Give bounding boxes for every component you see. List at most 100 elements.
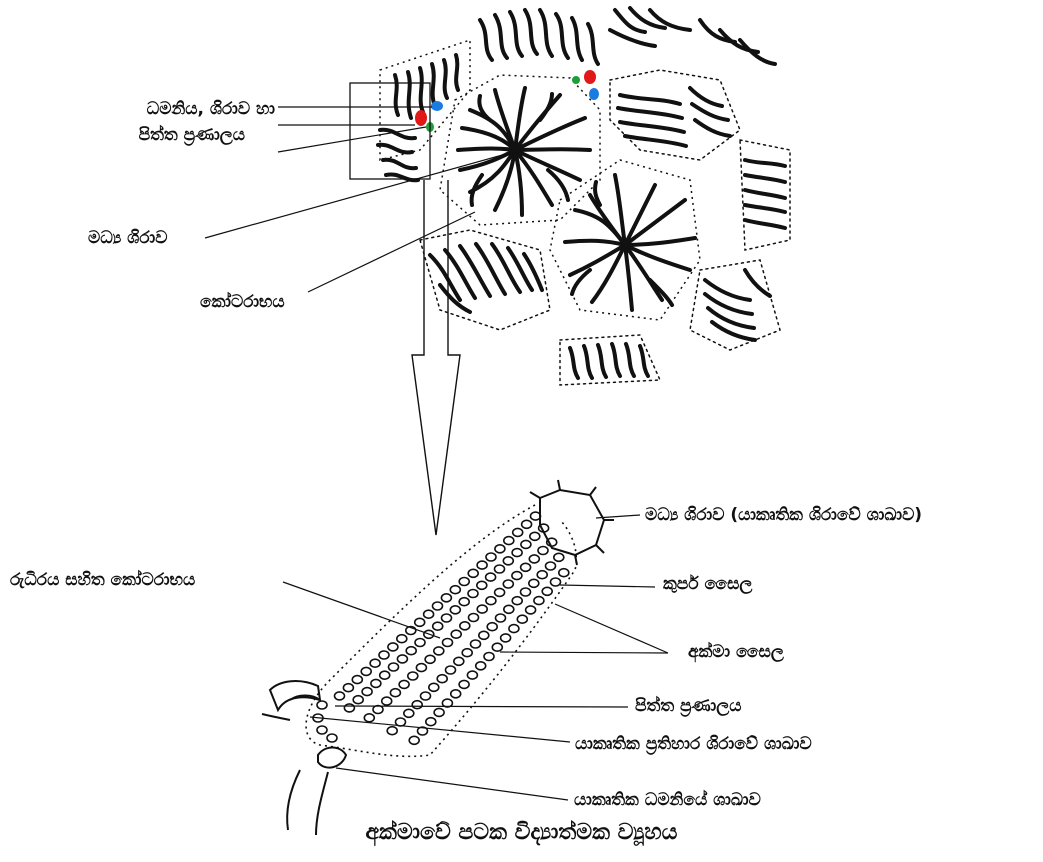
hepatocyte-cell (451, 690, 461, 698)
hepatocyte-cell (416, 664, 426, 672)
hepatocyte-cell (371, 679, 381, 687)
hepatocyte-cell (521, 540, 531, 548)
hepatocyte-cell (459, 578, 469, 586)
hepatocyte-cell (517, 615, 527, 623)
hepatocyte-cell (388, 643, 398, 651)
leader-lines-bottom (283, 515, 668, 800)
label-central-vein: මධ්‍ය ශිරාව (88, 228, 167, 248)
hepatocyte-cell (317, 726, 327, 734)
central-vein-detail-shape (530, 480, 614, 565)
hepatocyte-cell (526, 606, 536, 614)
label-portal-triad-line2: පිත්ත ප්‍රණාලය (80, 122, 275, 148)
hepatocyte-cell (408, 672, 418, 680)
hepatocyte-cell (412, 701, 422, 709)
hepatocyte-cell (425, 655, 435, 663)
hepatocyte-cell (353, 696, 363, 704)
hepatocyte-cell (344, 704, 354, 712)
hepatocyte-cell (495, 565, 505, 573)
hepatocyte-cell (542, 587, 552, 595)
hepatocyte-cell (434, 708, 444, 716)
label-kupffer-cell: කුපර් සෛල (663, 574, 752, 594)
hepatocyte-cell (484, 653, 494, 661)
hepatocyte-cell (521, 563, 531, 571)
hepatocyte-cell (454, 657, 464, 665)
hepatocyte-cell (487, 623, 497, 631)
hepatocyte-cell (486, 597, 496, 605)
label-blood-sinusoid: රුධිරය සහිත කෝටරාභය (10, 570, 195, 590)
hepatocyte-cell (501, 634, 511, 642)
hepatocyte-cell (370, 659, 380, 667)
hepatocyte-cell (387, 727, 397, 735)
hepatocyte-cell (415, 618, 425, 626)
hepatocyte-cell (409, 736, 419, 744)
hepatocyte-cell (424, 610, 434, 618)
label-portal-triad: ධමනිය, ශිරාව හා පිත්ත ප්‍රණාලය (80, 96, 275, 148)
hepatocyte-cell (434, 647, 444, 655)
hepatocyte-cell (460, 622, 470, 630)
hepatocyte-cell (379, 651, 389, 659)
hepatocyte-cell (380, 671, 390, 679)
hepatocyte-cell (496, 614, 506, 622)
hepatocyte-cell (467, 671, 477, 679)
hepatocyte-cell (404, 709, 414, 717)
hepatocyte-cell (512, 549, 522, 557)
hepatocyte-cell (364, 714, 374, 722)
hepatocyte-cell (335, 692, 345, 700)
hepatocyte-cell (443, 639, 453, 647)
hepatocyte-cell (450, 586, 460, 594)
hepatocyte-cell (406, 647, 416, 655)
hepatocyte-cell (513, 528, 523, 536)
hepatocyte-cell (534, 597, 544, 605)
hepatocyte-cell (451, 630, 461, 638)
hepatocyte-cell (450, 606, 460, 614)
label-portal-triad-line1: ධමනිය, ශිරාව හා (80, 96, 275, 122)
label-hepatic-artery-branch: යාකෘතික ධමනියේ ශාඛාව (574, 790, 761, 810)
hepatocyte-cell (551, 578, 561, 586)
hepatocyte-cell (468, 590, 478, 598)
hepatocyte-cell (399, 680, 409, 688)
hepatocyte-cell (509, 625, 519, 633)
hepatocyte-cell (415, 639, 425, 647)
hepatocyte-cell (504, 537, 514, 545)
hepatocyte-cell (317, 701, 327, 709)
cord-outline (306, 505, 576, 756)
hepatocyte-cell (537, 571, 547, 579)
hepatocyte-cell (492, 643, 502, 651)
hepatocyte-cell (512, 597, 522, 605)
hepatocyte-cell (538, 547, 548, 555)
hepatocyte-cell (476, 662, 486, 670)
hepatocyte-cell (529, 579, 539, 587)
hepatocyte-cell (361, 667, 371, 675)
hepatocyte-cell (441, 594, 451, 602)
hepatocyte-cell (421, 692, 431, 700)
hepatocyte-cell (530, 532, 540, 540)
hepatocyte-cell (512, 572, 522, 580)
hepatocyte-cell (433, 622, 443, 630)
diagram-title: අක්මාවේ පටක විද්‍යාත්මක ව්‍යූහය (0, 820, 1043, 845)
label-portal-vein-branch: යාකෘතික ප්‍රතිහාර ශිරාවේ ශාඛාව (575, 734, 812, 754)
hepatocyte-rows (313, 512, 569, 744)
hepatocyte-cell (495, 545, 505, 553)
hepatocyte-cell (429, 683, 439, 691)
hepatocyte-cell (397, 635, 407, 643)
hepatocyte-cell (352, 676, 362, 684)
hepatocyte-cell (389, 663, 399, 671)
hepatocyte-cell (362, 688, 372, 696)
hepatocyte-cell (479, 631, 489, 639)
hepatocyte-cell (522, 520, 532, 528)
hepatocyte-cell (521, 588, 531, 596)
hepatocyte-cell (433, 602, 443, 610)
hepatocyte-cell (554, 553, 564, 561)
hepatocyte-cell (503, 557, 513, 565)
hepatocyte-cell (504, 605, 514, 613)
label-central-vein-detail: මධ්‍ය ශිරාව (යාකෘතික ශිරාවේ ශාඛාව) (645, 505, 922, 525)
label-sinusoid: කෝටරාභය (200, 292, 285, 312)
hepatocyte-cell (503, 580, 513, 588)
hepatocyte-cell (390, 689, 400, 697)
hepatocyte-cell (397, 655, 407, 663)
hepatocyte-cell (477, 561, 487, 569)
hepatocyte-cell (546, 562, 556, 570)
hepatocyte-cell (382, 697, 392, 705)
hepatocyte-cell (471, 640, 481, 648)
